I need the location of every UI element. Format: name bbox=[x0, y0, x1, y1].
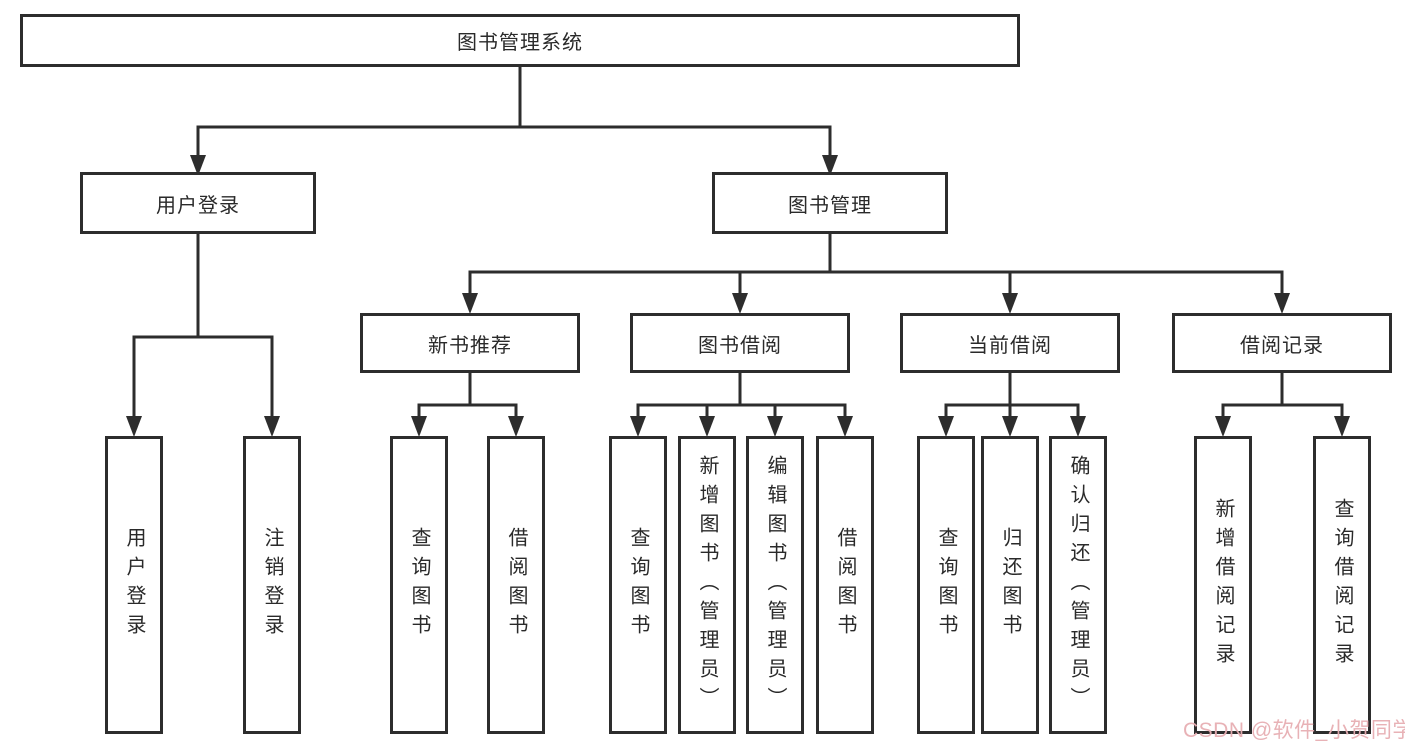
leaf-borrow-borrow-books-label: 借阅图书 bbox=[834, 527, 856, 643]
leaf-records-query-record: 查询借阅记录 bbox=[1313, 436, 1371, 734]
leaf-records-query-record-label: 查询借阅记录 bbox=[1331, 498, 1353, 672]
node-book-management-label: 图书管理 bbox=[788, 194, 872, 217]
node-current-borrow-label: 当前借阅 bbox=[968, 334, 1052, 357]
leaf-borrow-edit-books-admin-label: 编辑图书（管理员） bbox=[764, 454, 786, 716]
leaf-newbook-borrow-books-label: 借阅图书 bbox=[505, 527, 527, 643]
leaf-borrow-query-books: 查询图书 bbox=[609, 436, 667, 734]
node-new-book-recommend-label: 新书推荐 bbox=[428, 334, 512, 357]
connector-records bbox=[1221, 373, 1344, 421]
connector-level2-shafts bbox=[738, 272, 1012, 298]
connector-user-login-rail bbox=[132, 335, 274, 421]
connector-borrow bbox=[636, 373, 847, 421]
leaf-records-add-record-label: 新增借阅记录 bbox=[1212, 498, 1234, 672]
leaf-borrow-edit-books-admin: 编辑图书（管理员） bbox=[746, 436, 804, 734]
leaf-newbook-query-books: 查询图书 bbox=[390, 436, 448, 734]
node-user-login: 用户登录 bbox=[80, 172, 316, 234]
leaf-borrow-add-books-admin-label: 新增图书（管理员） bbox=[696, 454, 718, 716]
connector-level1-rail bbox=[196, 125, 832, 160]
connector-new-book bbox=[417, 373, 518, 421]
leaf-borrow-add-books-admin: 新增图书（管理员） bbox=[678, 436, 736, 734]
leaf-newbook-borrow-books: 借阅图书 bbox=[487, 436, 545, 734]
node-root-label: 图书管理系统 bbox=[457, 32, 583, 54]
node-current-borrow: 当前借阅 bbox=[900, 313, 1120, 373]
node-root: 图书管理系统 bbox=[20, 14, 1020, 67]
leaf-current-confirm-return-admin-label: 确认归还（管理员） bbox=[1067, 454, 1089, 716]
csdn-watermark: CSDN @软件_小贺同学 bbox=[1183, 719, 1405, 742]
leaf-current-return-books-label: 归还图书 bbox=[999, 527, 1021, 643]
node-new-book-recommend: 新书推荐 bbox=[360, 313, 580, 373]
leaf-current-confirm-return-admin: 确认归还（管理员） bbox=[1049, 436, 1107, 734]
leaf-current-return-books: 归还图书 bbox=[981, 436, 1039, 734]
leaf-current-query-books-label: 查询图书 bbox=[935, 527, 957, 643]
leaf-user-login: 用户登录 bbox=[105, 436, 163, 734]
leaf-user-login-label: 用户登录 bbox=[123, 527, 145, 643]
node-borrow-records-label: 借阅记录 bbox=[1240, 334, 1324, 357]
leaf-logout: 注销登录 bbox=[243, 436, 301, 734]
leaf-borrow-query-books-label: 查询图书 bbox=[627, 527, 649, 643]
node-user-login-label: 用户登录 bbox=[156, 194, 240, 217]
leaf-borrow-borrow-books: 借阅图书 bbox=[816, 436, 874, 734]
connector-current bbox=[944, 373, 1080, 421]
node-borrow-records: 借阅记录 bbox=[1172, 313, 1392, 373]
leaf-records-add-record: 新增借阅记录 bbox=[1194, 436, 1252, 734]
leaf-current-query-books: 查询图书 bbox=[917, 436, 975, 734]
leaf-logout-label: 注销登录 bbox=[261, 527, 283, 643]
node-book-borrow-label: 图书借阅 bbox=[698, 334, 782, 357]
connector-level2-rail bbox=[468, 270, 1284, 298]
leaf-newbook-query-books-label: 查询图书 bbox=[408, 527, 430, 643]
node-book-borrow: 图书借阅 bbox=[630, 313, 850, 373]
node-book-management: 图书管理 bbox=[712, 172, 948, 234]
